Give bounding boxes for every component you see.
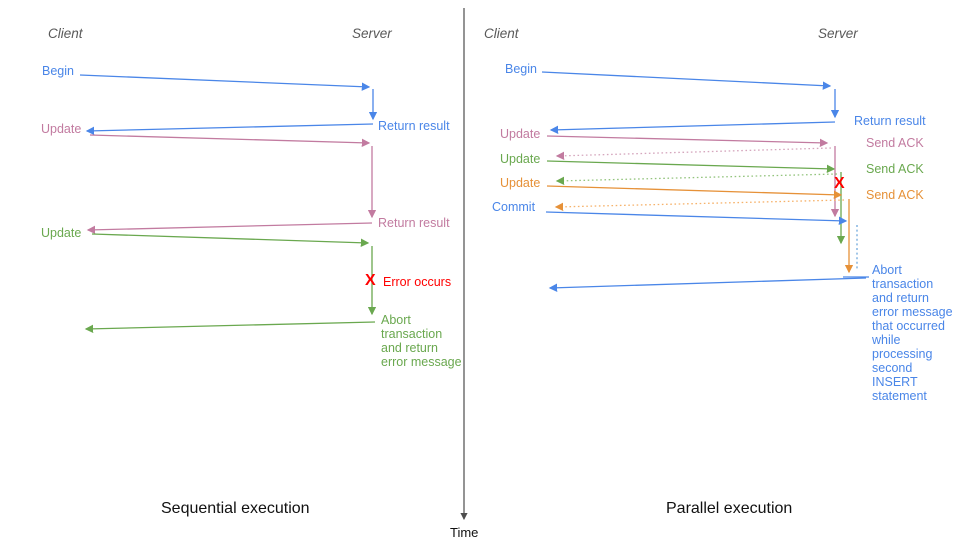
right-abort-return-line <box>548 277 867 292</box>
left-begin-request-line <box>79 74 371 91</box>
left-begin-label: Begin <box>42 64 74 78</box>
left-error-x-icon: X <box>365 272 376 289</box>
right-begin-return-line <box>549 121 836 135</box>
right-error-x-icon: X <box>834 175 845 192</box>
right-client-header: Client <box>484 26 519 41</box>
right-ack1-line <box>555 147 832 161</box>
right-update2-request-line <box>546 160 836 174</box>
right-begin-label: Begin <box>505 62 537 76</box>
left-return-result-1-label: Return result <box>378 119 450 133</box>
left-begin-return-line <box>85 123 374 136</box>
right-abort-message-label: Abort transaction and return error messa… <box>872 263 953 403</box>
right-ack3-line <box>554 199 845 212</box>
left-panel-title: Sequential execution <box>161 500 310 517</box>
left-error-occurs-label: Error occurs <box>383 275 452 289</box>
right-return-result-label: Return result <box>854 114 926 128</box>
right-commit-request-line <box>545 211 848 226</box>
left-update-1-label: Update <box>41 122 82 136</box>
right-update-1-label: Update <box>500 127 541 141</box>
right-panel-lines <box>541 71 869 292</box>
right-server-header: Server <box>818 26 858 41</box>
right-send-ack-1-label: Send ACK <box>866 136 924 150</box>
left-abort-message-label: Abort transaction and return error messa… <box>381 313 462 369</box>
right-commit-label: Commit <box>492 200 536 214</box>
time-axis-label: Time <box>450 525 479 540</box>
right-panel-title: Parallel execution <box>666 500 793 517</box>
left-client-header: Client <box>48 26 83 41</box>
left-return-result-2-label: Return result <box>378 216 450 230</box>
left-abort-return-line <box>84 321 376 334</box>
right-update-3-label: Update <box>500 176 541 190</box>
right-begin-request-line <box>541 71 832 90</box>
left-update1-request-line <box>89 134 371 148</box>
left-server-header: Server <box>352 26 392 41</box>
right-send-ack-3-label: Send ACK <box>866 188 924 202</box>
right-ack2-line <box>555 173 838 186</box>
left-update1-return-line <box>86 222 373 235</box>
right-update3-request-line <box>546 185 843 200</box>
left-panel-lines <box>79 74 378 334</box>
right-send-ack-2-label: Send ACK <box>866 162 924 176</box>
right-update1-request-line <box>546 135 829 148</box>
left-update-2-label: Update <box>41 226 82 240</box>
right-update-2-label: Update <box>500 152 541 166</box>
left-update2-request-line <box>91 233 370 247</box>
